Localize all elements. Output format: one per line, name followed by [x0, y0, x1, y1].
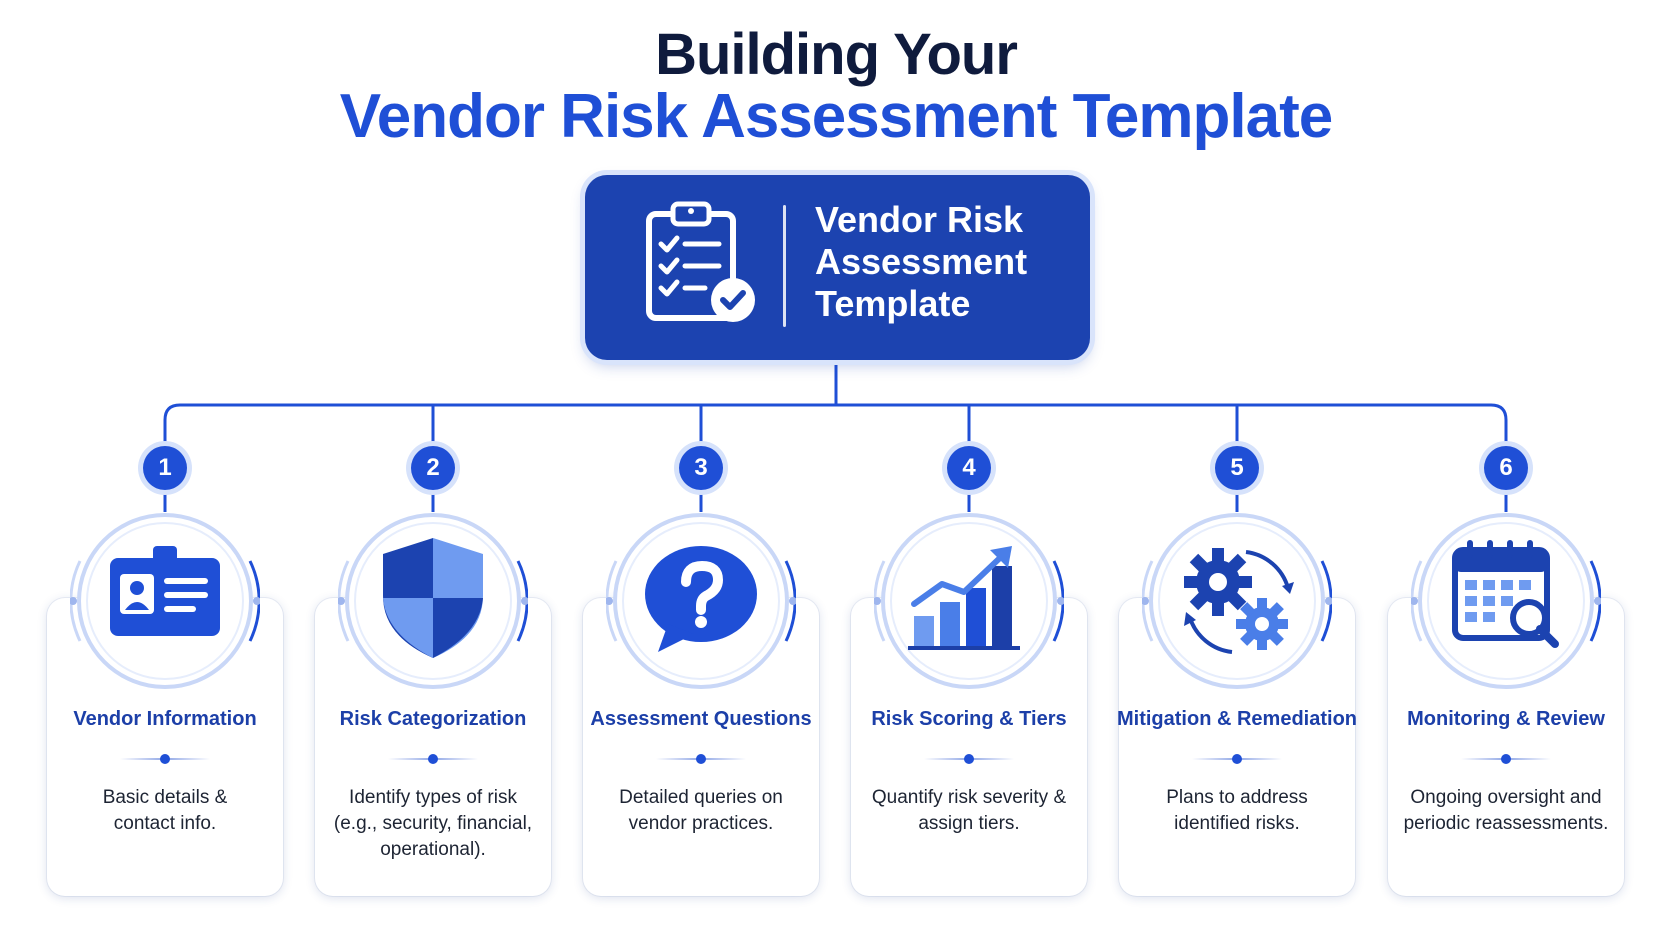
- desc-line: assign tiers.: [918, 813, 1020, 834]
- title-line-2: Vendor Risk Assessment Template: [339, 82, 1333, 151]
- step-card-4: Risk Scoring & Tiers Quantify risk sever…: [851, 598, 1087, 896]
- desc-line: Ongoing oversight and: [1410, 787, 1602, 808]
- step-icon-ring-4: [874, 506, 1064, 696]
- card-separator-dot: [1232, 754, 1242, 764]
- step-badge-2: 2: [411, 446, 455, 490]
- id-badge-icon: [110, 546, 220, 636]
- card-separator-dot: [696, 754, 706, 764]
- desc-line: Plans to address: [1166, 787, 1308, 808]
- desc-line: contact info.: [113, 813, 217, 834]
- step-badge-6: 6: [1484, 446, 1528, 490]
- desc-line: vendor practices.: [628, 813, 774, 834]
- bar-chart-growth-icon: [908, 546, 1020, 650]
- question-bubble-icon: [645, 546, 757, 652]
- central-divider: [783, 205, 786, 327]
- central-template-box: Vendor Risk Assessment Template: [585, 175, 1090, 360]
- step-badge-5: 5: [1215, 446, 1259, 490]
- step-badge-3: 3: [679, 446, 723, 490]
- calendar-search-icon: [1452, 540, 1559, 648]
- step-title: Risk Categorization: [339, 708, 527, 730]
- card-separator-dot: [160, 754, 170, 764]
- step-title: Mitigation & Remediation: [1117, 708, 1357, 730]
- step-icon-ring-5: [1142, 506, 1332, 696]
- step-title: Vendor Information: [73, 708, 257, 730]
- step-badge-1: 1: [143, 446, 187, 490]
- step-title: Monitoring & Review: [1407, 708, 1605, 730]
- step-description: Basic details & contact info.: [55, 785, 275, 837]
- step-title: Risk Scoring & Tiers: [871, 708, 1067, 730]
- step-description: Quantify risk severity & assign tiers.: [859, 785, 1079, 837]
- desc-line: Basic details &: [102, 787, 228, 808]
- central-label: Vendor Risk Assessment Template: [815, 199, 1075, 325]
- desc-line: Quantify risk severity &: [871, 787, 1067, 808]
- shield-icon: [383, 538, 483, 658]
- card-separator-dot: [1501, 754, 1511, 764]
- clipboard-check-icon: [646, 201, 755, 322]
- desc-line: identified risks.: [1174, 813, 1300, 834]
- step-badge-4: 4: [947, 446, 991, 490]
- card-separator-dot: [428, 754, 438, 764]
- title-line-1: Building Your: [655, 22, 1018, 87]
- page-title: Building Your Vendor Risk Assessment Tem…: [0, 22, 1672, 150]
- step-icon-ring-3: [606, 506, 796, 696]
- gears-cycle-icon: [1184, 548, 1294, 654]
- desc-line: (e.g., security, financial,: [333, 813, 533, 834]
- card-separator-dot: [964, 754, 974, 764]
- step-description: Plans to address identified risks.: [1127, 785, 1347, 837]
- central-label-line-3: Template: [815, 283, 971, 324]
- central-label-line-2: Assessment: [815, 241, 1028, 282]
- desc-line: Detailed queries on: [619, 787, 783, 808]
- step-title: Assessment Questions: [590, 708, 812, 730]
- step-description: Identify types of risk (e.g., security, …: [323, 785, 543, 863]
- desc-line: periodic reassessments.: [1403, 813, 1609, 834]
- step-description: Ongoing oversight and periodic reassessm…: [1396, 785, 1616, 837]
- desc-line: operational).: [380, 839, 486, 860]
- central-label-line-1: Vendor Risk: [815, 199, 1024, 240]
- step-icon-ring-1: [70, 506, 260, 696]
- step-description: Detailed queries on vendor practices.: [591, 785, 811, 837]
- step-icon-ring-6: [1411, 506, 1601, 696]
- step-icon-ring-2: [338, 506, 528, 696]
- desc-line: Identify types of risk: [349, 787, 517, 808]
